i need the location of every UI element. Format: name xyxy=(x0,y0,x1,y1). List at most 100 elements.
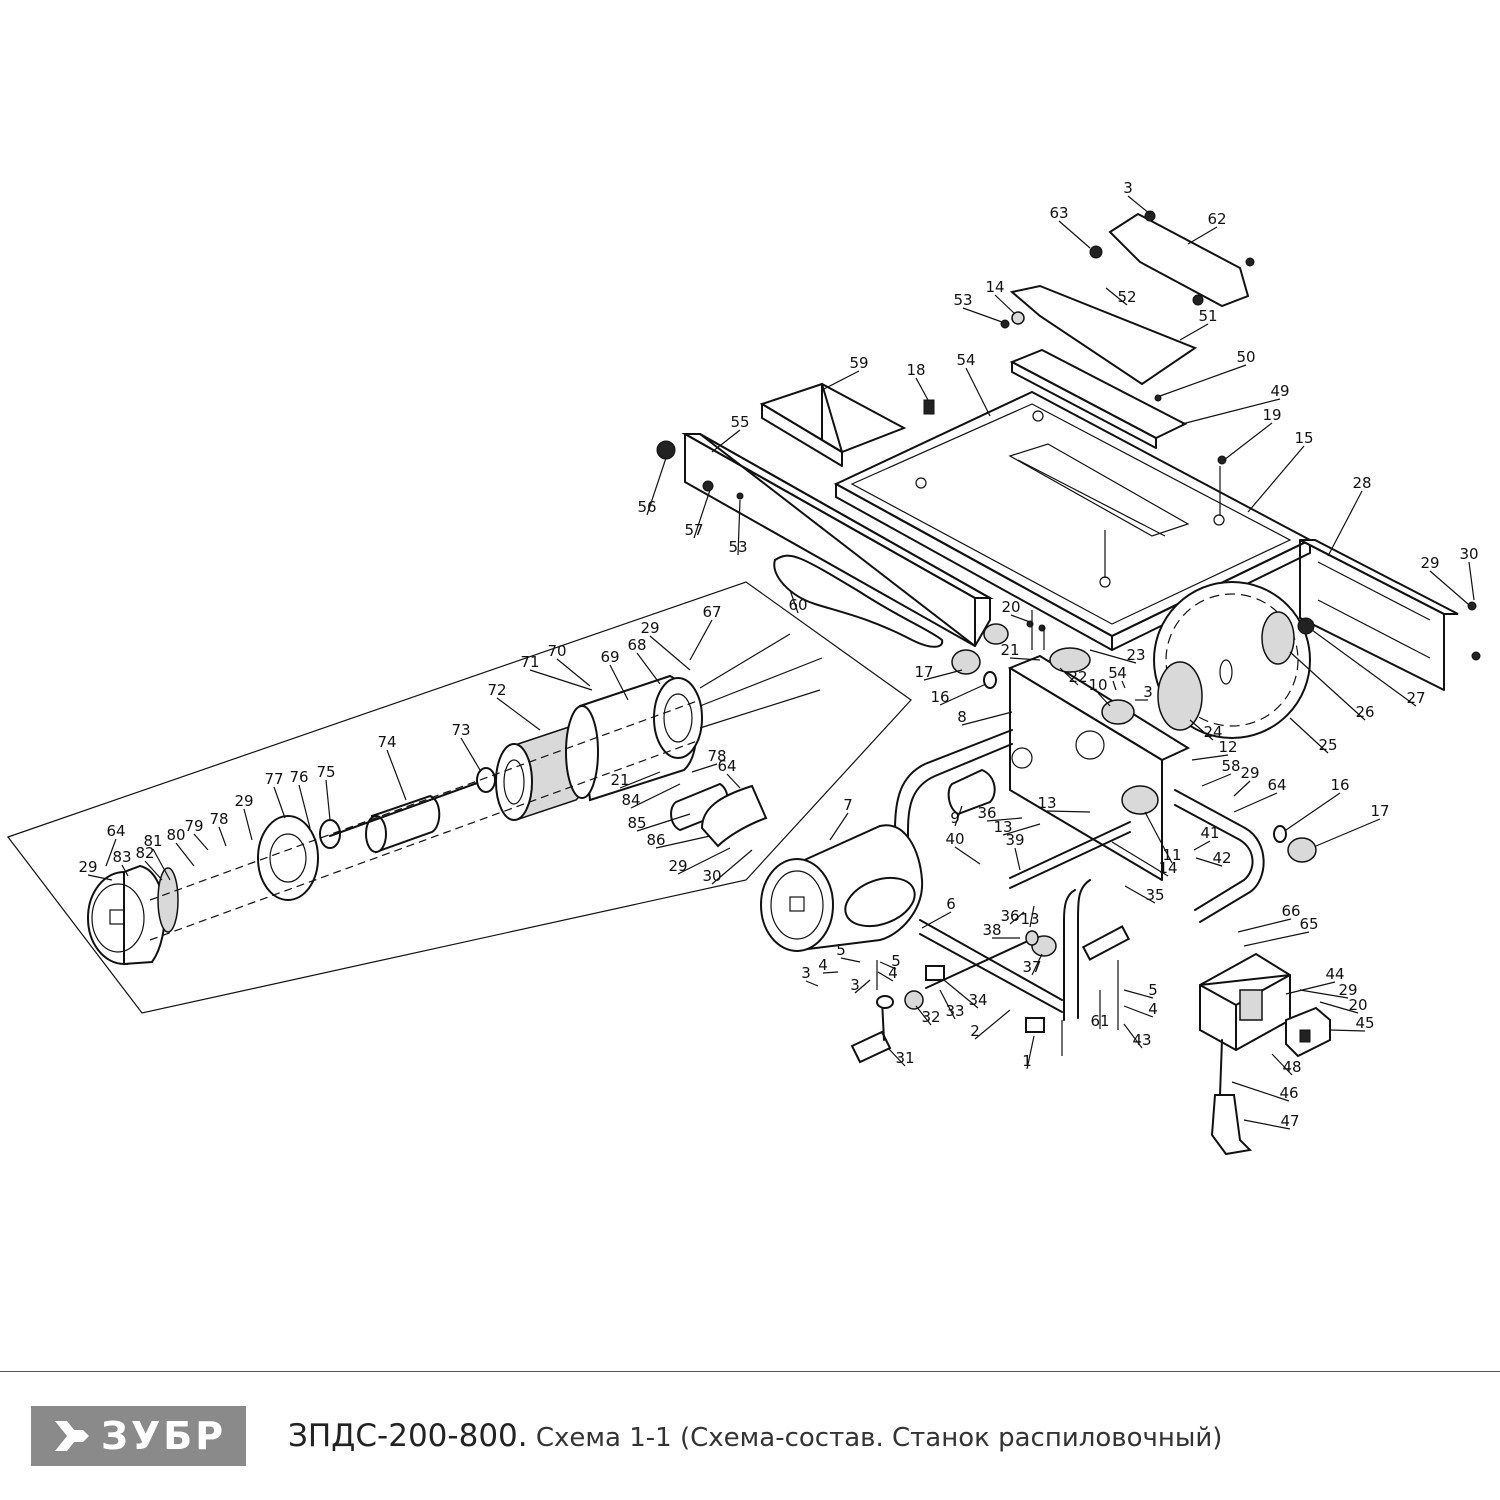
leader-line xyxy=(1009,657,1041,661)
part-label-16: 16 xyxy=(930,688,949,706)
leader-line xyxy=(630,783,681,809)
part-label-69: 69 xyxy=(600,648,619,666)
part-label-29: 29 xyxy=(234,792,253,810)
part-label-11: 11 xyxy=(1162,846,1181,864)
part-label-5: 5 xyxy=(891,952,901,970)
leader-line xyxy=(1002,823,1041,836)
part-label-14: 14 xyxy=(1158,859,1177,877)
part-label-28: 28 xyxy=(1352,474,1371,492)
end-cap-77 xyxy=(257,815,319,901)
knife-51 xyxy=(1009,284,1198,386)
part-label-67: 67 xyxy=(702,603,721,621)
part-label-72: 72 xyxy=(487,681,506,699)
leader-line xyxy=(1289,717,1329,754)
arrow-chevron-icon xyxy=(55,1421,89,1451)
part-label-3: 3 xyxy=(801,964,811,982)
leader-line xyxy=(965,367,991,417)
part-label-29: 29 xyxy=(78,858,97,876)
part-label-16: 16 xyxy=(1330,776,1349,794)
part-label-78: 78 xyxy=(707,747,726,765)
part-label-64: 64 xyxy=(717,757,736,775)
frame-tube-right xyxy=(1174,804,1254,911)
leader-line xyxy=(1243,931,1310,947)
part-label-86: 86 xyxy=(646,831,665,849)
leader-line xyxy=(877,971,894,982)
leader-line xyxy=(923,669,963,681)
switch-box xyxy=(1199,952,1291,1052)
leader-line xyxy=(1233,792,1278,813)
part-label-4: 4 xyxy=(818,956,828,974)
motor-inset-frame xyxy=(7,581,912,1014)
part-label-2: 2 xyxy=(970,1022,980,1040)
leader-line xyxy=(1468,561,1475,601)
part-label-30: 30 xyxy=(702,867,721,885)
part-label-25: 25 xyxy=(1318,736,1337,754)
part-label-5: 5 xyxy=(1148,981,1158,999)
leader-line xyxy=(887,1047,906,1067)
leader-line xyxy=(105,838,117,867)
leader-line xyxy=(939,989,956,1020)
part-label-53: 53 xyxy=(953,291,972,309)
part-label-84: 84 xyxy=(621,791,640,809)
leader-line xyxy=(529,669,593,691)
leader-line xyxy=(1014,847,1021,871)
leader-line xyxy=(298,784,311,829)
part-label-64: 64 xyxy=(1267,776,1286,794)
leader-line xyxy=(974,1009,1011,1040)
leader-line xyxy=(1195,857,1223,867)
foot-1 xyxy=(1025,1017,1045,1033)
power-plug xyxy=(1210,1094,1253,1156)
leader-line xyxy=(1058,220,1091,249)
leader-line xyxy=(1029,905,1035,928)
leader-line xyxy=(1315,818,1381,847)
part-label-79: 79 xyxy=(184,817,203,835)
leader-line xyxy=(711,849,753,885)
part-label-45: 45 xyxy=(1355,1014,1374,1032)
guard-62 xyxy=(1108,212,1250,308)
leader-line xyxy=(556,658,591,687)
part-label-21: 21 xyxy=(610,771,629,789)
footer-divider xyxy=(0,1371,1500,1372)
leader-line xyxy=(915,377,929,401)
leader-line xyxy=(1247,445,1305,513)
leader-line xyxy=(1299,989,1349,999)
leader-line xyxy=(152,848,171,881)
block-10 xyxy=(1101,699,1135,725)
hardware xyxy=(656,210,1481,1056)
leader-line xyxy=(1097,692,1111,707)
leader-line xyxy=(1026,1035,1035,1070)
leader-line xyxy=(822,971,839,974)
leader-line xyxy=(691,763,718,773)
leader-line xyxy=(994,294,1016,315)
leader-line xyxy=(677,847,731,875)
part-label-30: 30 xyxy=(1459,545,1478,563)
part-label-9: 9 xyxy=(950,809,960,827)
leader-line xyxy=(1059,667,1079,686)
part-label-43: 43 xyxy=(1132,1031,1151,1049)
part-label-78: 78 xyxy=(209,810,228,828)
leader-lines xyxy=(87,195,1475,1130)
leader-line xyxy=(805,980,819,987)
end-cap-68 xyxy=(653,677,703,759)
part-label-13: 13 xyxy=(1037,794,1056,812)
leader-line xyxy=(619,771,661,789)
leader-line xyxy=(1311,629,1417,707)
leader-line xyxy=(1127,195,1151,215)
washer-73 xyxy=(476,767,496,793)
part-label-14: 14 xyxy=(985,278,1004,296)
handle-60 xyxy=(773,554,944,648)
part-label-4: 4 xyxy=(1148,1000,1158,1018)
leader-line xyxy=(1243,1119,1291,1130)
part-label-34: 34 xyxy=(968,991,987,1009)
part-label-4: 4 xyxy=(1117,664,1127,682)
part-label-19: 19 xyxy=(1262,406,1281,424)
nut-32 xyxy=(904,990,924,1010)
leader-line xyxy=(273,786,286,819)
part-label-29: 29 xyxy=(668,857,687,875)
part-label-44: 44 xyxy=(1325,965,1344,983)
part-label-31: 31 xyxy=(895,1049,914,1067)
part-label-38: 38 xyxy=(982,921,1001,939)
leader-line xyxy=(175,842,195,867)
leader-line xyxy=(1159,364,1247,397)
part-label-29: 29 xyxy=(1240,764,1259,782)
